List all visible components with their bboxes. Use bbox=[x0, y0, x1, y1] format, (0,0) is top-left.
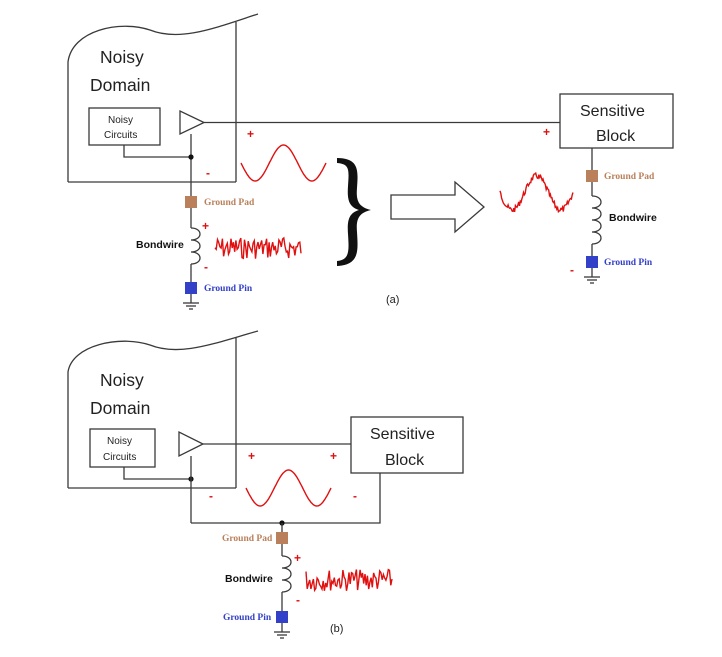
ground-pad-label-left-a: Ground Pad bbox=[204, 198, 255, 208]
ground-pin-b bbox=[276, 611, 288, 623]
noisy-circuits-box-b bbox=[89, 428, 156, 468]
ground-pad-b bbox=[276, 532, 288, 544]
ground-pin-label-b: Ground Pin bbox=[223, 613, 272, 623]
noisy-circuits-label-a1: Noisy bbox=[108, 115, 133, 126]
sensitive-block-label-a1: Sensitive bbox=[580, 103, 645, 120]
noisy-domain-boundary-a bbox=[67, 13, 259, 182]
ground-pad-right-a bbox=[586, 170, 598, 182]
bondwire-coil-left-a bbox=[190, 227, 201, 265]
panel-a: Noisy Domain Noisy Circuits Ground Pad B… bbox=[67, 13, 674, 310]
bondwire-label-b: Bondwire bbox=[225, 573, 273, 585]
ground-pin-right-a bbox=[586, 256, 598, 268]
ground-pin-left-a bbox=[185, 282, 197, 294]
plus-sign-noise-a: + bbox=[202, 219, 209, 233]
minus-sign-noise-a: - bbox=[204, 260, 208, 274]
sine-wave-a bbox=[240, 144, 327, 182]
noise-wave-a bbox=[214, 236, 302, 260]
caption-a: (a) bbox=[386, 294, 399, 306]
circuit-to-ground-wire-a bbox=[123, 145, 191, 158]
noise-wave-b bbox=[305, 568, 393, 593]
plus-sign-right-b: + bbox=[330, 449, 337, 463]
bondwire-label-left-a: Bondwire bbox=[136, 239, 184, 251]
bondwire-coil-b bbox=[281, 555, 292, 593]
sensitive-block-label-b2: Block bbox=[385, 452, 425, 469]
sensitive-block-b bbox=[350, 416, 464, 474]
bondwire-label-right-a: Bondwire bbox=[609, 212, 657, 224]
ground-pin-label-right-a: Ground Pin bbox=[604, 258, 653, 268]
noisy-circuits-label-b2: Circuits bbox=[103, 452, 136, 463]
ground-pad-label-b: Ground Pad bbox=[222, 534, 273, 544]
plus-sign-noise-b: + bbox=[294, 551, 301, 565]
result-arrow bbox=[390, 180, 485, 234]
noisy-circuits-box-a bbox=[88, 107, 161, 146]
minus-sign-left-b: - bbox=[209, 489, 213, 503]
noisy-circuits-label-b1: Noisy bbox=[107, 436, 132, 447]
ground-symbol-left-a bbox=[183, 294, 199, 310]
ground-pin-label-left-a: Ground Pin bbox=[204, 284, 253, 294]
curly-brace bbox=[337, 158, 371, 266]
sine-wave-b bbox=[245, 469, 332, 507]
sensitive-block-label-a2: Block bbox=[596, 128, 636, 145]
minus-sign-noise-b: - bbox=[296, 593, 300, 607]
noisy-domain-label-a2: Domain bbox=[90, 75, 150, 95]
ground-pad-left-a bbox=[185, 196, 197, 208]
shared-ground-wire-b bbox=[191, 473, 381, 524]
buffer-triangle-a bbox=[179, 109, 206, 136]
panel-b: Noisy Domain Noisy Circuits Sensitive Bl… bbox=[67, 330, 464, 639]
noisy-sine-wave-a bbox=[499, 171, 574, 214]
sensitive-block-label-b1: Sensitive bbox=[370, 426, 435, 443]
ground-pad-label-right-a: Ground Pad bbox=[604, 172, 655, 182]
noisy-circuits-label-a2: Circuits bbox=[104, 130, 137, 141]
minus-sign-sine-a: - bbox=[206, 166, 210, 180]
noisy-domain-label-b1: Noisy bbox=[100, 370, 144, 390]
minus-sign-right-b: - bbox=[353, 489, 357, 503]
minus-sign-block-a: - bbox=[570, 263, 574, 277]
sensitive-block-a bbox=[559, 93, 674, 149]
noisy-domain-label-b2: Domain bbox=[90, 398, 150, 418]
noisy-domain-label-a1: Noisy bbox=[100, 47, 144, 67]
bondwire-coil-right-a bbox=[591, 195, 602, 245]
plus-sign-block-a: + bbox=[543, 125, 550, 139]
plus-sign-sine-a: + bbox=[247, 127, 254, 141]
ground-symbol-b bbox=[274, 623, 290, 639]
plus-sign-left-b: + bbox=[248, 449, 255, 463]
caption-b: (b) bbox=[330, 623, 343, 635]
buffer-triangle-b bbox=[178, 430, 205, 458]
ground-symbol-right-a bbox=[584, 268, 600, 284]
junction-dot-a bbox=[188, 154, 194, 160]
noisy-domain-boundary-b bbox=[67, 330, 259, 488]
circuit-to-ground-wire-b bbox=[123, 467, 191, 480]
